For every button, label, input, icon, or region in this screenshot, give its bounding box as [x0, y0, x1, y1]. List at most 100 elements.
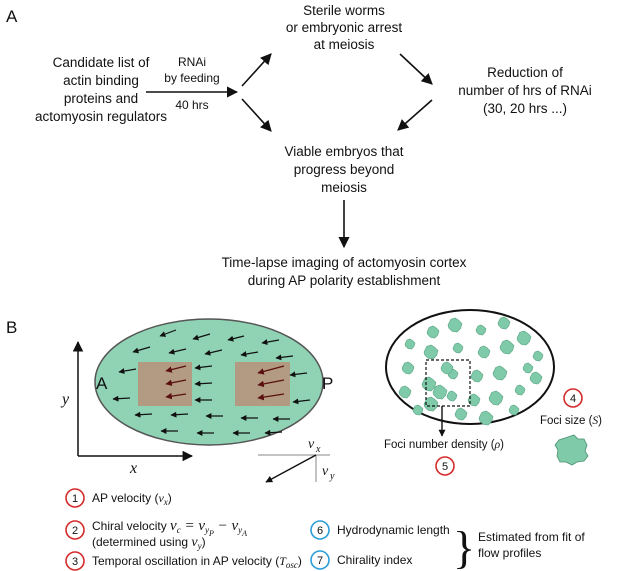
focus-blob	[423, 396, 439, 412]
hours-label: 40 hrs	[175, 98, 208, 112]
box-flow-arrow	[257, 393, 285, 401]
flow-arrow	[134, 411, 153, 418]
chiral-sub-label: (determined using vy)	[92, 535, 206, 551]
svg-text:meiosis: meiosis	[321, 180, 367, 195]
axis-y-label: y	[60, 391, 70, 408]
viable-text: Viable embryos that progress beyond meio…	[284, 144, 403, 195]
focus-blob	[404, 338, 416, 350]
flow-arrow	[112, 395, 131, 402]
svg-text:Reduction of: Reduction of	[487, 65, 563, 80]
svg-text:Sterile worms: Sterile worms	[303, 3, 385, 18]
arrow-to-viable	[241, 98, 272, 132]
focus-blob	[470, 369, 484, 383]
svg-text:actin binding: actin binding	[63, 73, 139, 88]
arrow-to-reduction	[399, 53, 433, 85]
badge-7	[310, 550, 330, 570]
svg-text:number of hrs of RNAi: number of hrs of RNAi	[458, 83, 592, 98]
foci-density-label: Foci number density (ρ)	[384, 439, 504, 451]
density-sample-box	[425, 359, 471, 407]
flow-arrow	[261, 339, 280, 346]
ap-velocity-label: AP velocity (vx)	[92, 491, 172, 507]
badge-5-number: 5	[442, 461, 448, 473]
svg-text:actomyosin regulators: actomyosin regulators	[35, 109, 167, 124]
focus-blob	[401, 361, 415, 375]
badge-2	[65, 520, 85, 540]
badge-7-number: 7	[317, 555, 323, 567]
focus-blob	[488, 390, 504, 406]
flow-arrow	[159, 329, 177, 337]
badge-2-number: 2	[72, 525, 78, 537]
flow-arrow	[227, 335, 245, 342]
svg-text:Candidate list of: Candidate list of	[53, 55, 150, 70]
focus-blob	[452, 342, 464, 354]
rnai-label: RNAi	[178, 55, 206, 69]
flow-arrow	[264, 429, 283, 436]
svg-text:progress beyond: progress beyond	[294, 162, 395, 177]
estimated-line-1: Estimated from fit of	[478, 530, 585, 544]
axis-x-label: x	[129, 460, 137, 477]
flow-arrow	[132, 346, 151, 354]
arrow-back-to-viable	[397, 99, 433, 131]
panel-a-label: A	[6, 7, 18, 26]
focus-blob	[478, 410, 494, 426]
focus-blob	[440, 361, 454, 375]
flow-arrow	[289, 371, 308, 378]
focus-blob	[529, 371, 543, 385]
flow-arrow	[194, 380, 213, 387]
focus-blob	[508, 404, 520, 416]
box-flow-arrow	[165, 392, 187, 400]
badge-1	[65, 488, 85, 508]
svg-text:x: x	[315, 444, 321, 455]
focus-blob	[497, 316, 511, 330]
candidate-list-text: Candidate list of actin binding proteins…	[35, 55, 167, 124]
velocity-vector-arrow	[265, 454, 317, 483]
flow-arrow	[168, 348, 187, 355]
focus-blob	[432, 384, 448, 400]
anterior-label: A	[96, 374, 108, 393]
arrow-to-sterile	[241, 53, 272, 87]
flow-arrow	[292, 398, 311, 405]
flow-arrow	[204, 349, 223, 356]
badge-6-number: 6	[317, 525, 323, 537]
svg-text:proteins and: proteins and	[64, 91, 138, 106]
foci-group	[398, 316, 544, 426]
imaging-text: Time-lapse imaging of actomyosin cortex …	[222, 255, 467, 288]
svg-text:v: v	[322, 464, 329, 479]
focus-blob	[423, 344, 439, 360]
badge-4	[563, 388, 583, 408]
focus-blob	[412, 404, 424, 416]
focus-blob	[532, 350, 544, 362]
embryo-flow-ellipse	[94, 318, 324, 446]
focus-blob	[516, 330, 532, 346]
box-flow-arrow	[165, 365, 187, 373]
badge-1-number: 1	[72, 493, 78, 505]
box-flow-arrow	[257, 365, 285, 375]
rnai-feeding-label: by feeding	[164, 71, 219, 85]
sterile-text: Sterile worms or embryonic arrest at mei…	[286, 3, 403, 52]
svg-text:Time-lapse imaging of actomyos: Time-lapse imaging of actomyosin cortex	[222, 255, 467, 270]
badge-4-number: 4	[570, 393, 576, 405]
badge-3-number: 3	[72, 556, 78, 568]
oscillation-label: Temporal oscillation in AP velocity (Tos…	[92, 554, 302, 570]
svg-text:Viable embryos that: Viable embryos that	[284, 144, 403, 159]
focus-blob	[499, 339, 515, 355]
svg-text:or embryonic arrest: or embryonic arrest	[286, 20, 403, 35]
focus-blob	[426, 325, 440, 339]
flow-arrow	[192, 333, 211, 341]
estimated-line-2: flow profiles	[478, 546, 541, 560]
flow-arrows	[112, 329, 311, 436]
flow-arrow	[170, 411, 189, 418]
curly-brace: }	[453, 522, 475, 571]
flow-arrow	[194, 364, 213, 371]
foci-size-label: Foci size (S)	[540, 415, 602, 427]
svg-text:y: y	[329, 471, 335, 482]
focus-blob	[447, 317, 463, 333]
flow-arrow	[275, 354, 294, 361]
vy-label: v y	[322, 464, 335, 482]
flow-arrow	[240, 351, 259, 358]
reduction-text: Reduction of number of hrs of RNAi (30, …	[458, 65, 592, 116]
focus-blob	[514, 384, 526, 396]
anterior-box	[138, 362, 192, 406]
focus-blob	[477, 345, 491, 359]
